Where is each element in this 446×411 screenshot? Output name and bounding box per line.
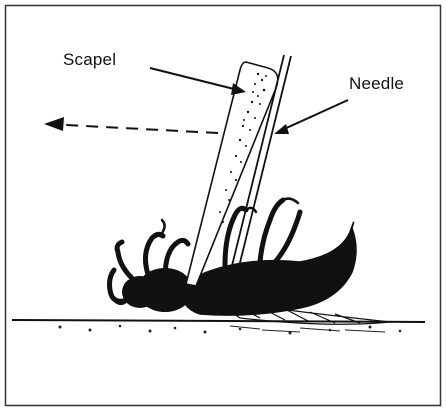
needle-pointer-arrow [274, 99, 349, 134]
surface-line [11, 319, 426, 323]
insect [107, 197, 357, 316]
scalpel-pointer-arrow [149, 67, 246, 95]
figure-frame [4, 4, 442, 407]
direction-arrow [44, 117, 219, 134]
surface-texture [58, 324, 402, 335]
needle [225, 54, 292, 292]
scalpel-label: Scapel [63, 50, 117, 69]
scalpel-stipple [219, 72, 267, 223]
insect-head [122, 276, 158, 308]
insect-abdomen [179, 221, 357, 316]
needle-label: Needle [349, 74, 405, 93]
scalpel [185, 61, 279, 287]
